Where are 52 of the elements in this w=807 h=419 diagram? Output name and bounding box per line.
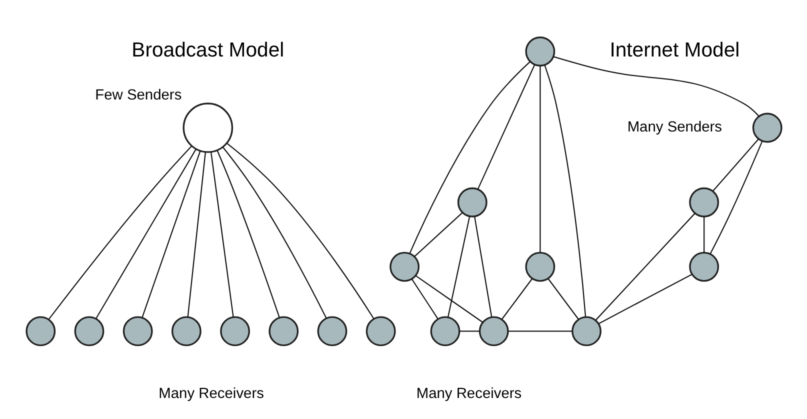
node-circle — [25, 316, 56, 346]
connector — [446, 216, 470, 318]
node-circle — [389, 252, 420, 282]
connector — [186, 152, 206, 317]
node-circle — [688, 187, 719, 218]
node-circle — [365, 316, 396, 346]
connector — [459, 330, 479, 332]
node-circle — [122, 316, 152, 346]
connector — [410, 278, 438, 319]
connector — [94, 149, 196, 320]
node-circle — [316, 316, 347, 346]
connector — [709, 140, 762, 254]
node-circle — [571, 316, 601, 346]
node-circle — [74, 316, 104, 346]
node-circle — [478, 316, 508, 346]
connector — [508, 330, 572, 332]
connector — [210, 152, 234, 317]
connector — [222, 146, 326, 318]
connector — [476, 64, 535, 190]
node-circle — [182, 102, 233, 153]
connector — [500, 278, 532, 320]
connector — [598, 274, 692, 324]
node-circle — [524, 36, 555, 66]
label: Many Senders — [626, 120, 722, 136]
connector — [141, 151, 200, 318]
connector — [226, 142, 374, 320]
connector — [474, 216, 492, 317]
node-circle — [220, 316, 250, 346]
node-circle — [688, 252, 719, 282]
node-circle — [268, 316, 298, 346]
node-circle — [170, 316, 201, 346]
connector — [408, 61, 530, 254]
connector — [547, 278, 578, 320]
label: Internet Model — [609, 39, 740, 62]
connector — [414, 212, 462, 257]
label: Broadcast Model — [131, 39, 284, 62]
connector — [539, 66, 540, 252]
connector — [216, 150, 280, 318]
label: Many Receivers — [416, 386, 522, 402]
node-circle — [524, 252, 555, 282]
connector — [703, 216, 704, 252]
connector — [552, 56, 759, 117]
label: Many Receivers — [158, 386, 264, 402]
node-circle — [456, 187, 487, 218]
connector — [712, 138, 758, 192]
connector — [415, 275, 482, 323]
connector — [594, 213, 695, 321]
connector — [544, 64, 586, 317]
node-circle — [430, 316, 460, 346]
node-circle — [752, 112, 782, 143]
node-label: Few Senders — [94, 87, 182, 104]
connector — [48, 146, 192, 320]
